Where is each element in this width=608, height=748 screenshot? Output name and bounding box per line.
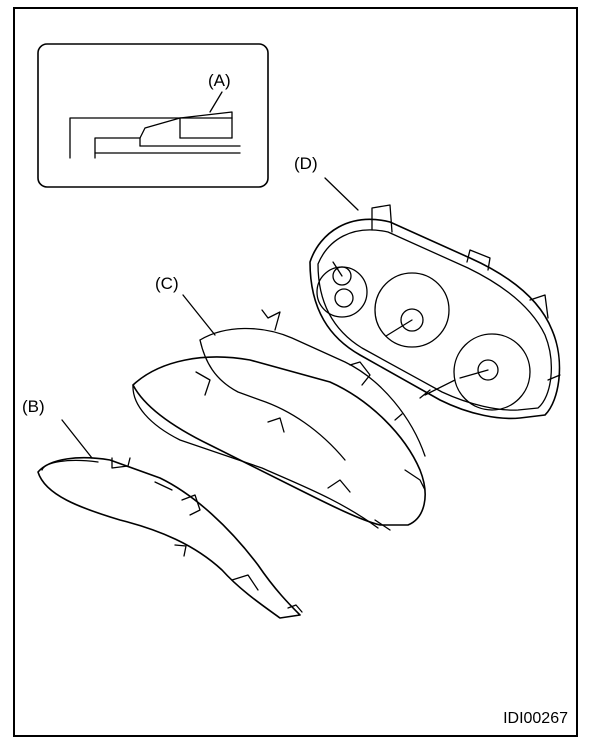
gauge-center — [374, 272, 450, 348]
part-b-lens — [37, 419, 303, 619]
gauge-left — [316, 266, 368, 318]
leader-d — [324, 177, 359, 211]
label-c: (C) — [155, 274, 179, 293]
leader-c — [182, 294, 216, 336]
label-b: (B) — [22, 397, 45, 416]
leader-a — [209, 91, 223, 113]
gauge-right — [453, 333, 531, 411]
inset-detail — [37, 43, 269, 188]
label-d: (D) — [294, 154, 318, 173]
leader-b — [61, 419, 93, 459]
diagram-frame — [13, 7, 578, 737]
part-d-meter-assembly — [309, 177, 561, 420]
label-a: (A) — [208, 71, 231, 90]
part-c-visor — [132, 294, 426, 531]
figure-id: IDI00267 — [503, 710, 568, 727]
